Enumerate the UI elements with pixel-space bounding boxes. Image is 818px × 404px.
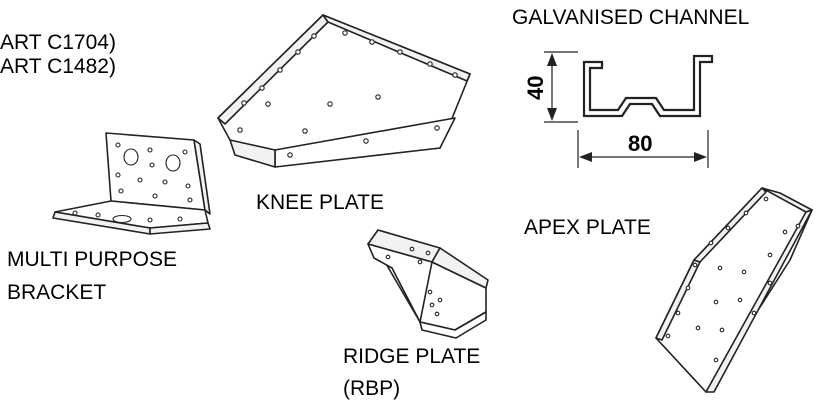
dim40-arrow-top xyxy=(547,53,557,66)
ridge-plate-front-face xyxy=(367,243,433,323)
label-art-c1704: ART C1704) xyxy=(0,31,116,54)
knee-plate-drawing xyxy=(217,14,471,168)
dimension-80: 80 xyxy=(628,131,653,156)
bracket-large-hole-1 xyxy=(123,148,139,166)
knee-plate-side-flange xyxy=(229,139,276,168)
label-rbp: (RBP) xyxy=(343,377,401,400)
knee-plate-right-flange xyxy=(322,14,471,82)
apex-plate-bottom-edge xyxy=(655,337,707,393)
channel-profile xyxy=(582,54,714,118)
bracket-holes xyxy=(72,142,193,223)
ridge-plate-bottom-edge xyxy=(419,311,487,339)
ridge-plate-top-ridge xyxy=(431,247,489,289)
label-ridge-plate: RIDGE PLATE xyxy=(343,345,481,368)
galvanised-channel-drawing xyxy=(544,51,714,168)
multi-purpose-bracket-drawing xyxy=(52,132,211,235)
dim40-arrow-bottom xyxy=(547,108,557,121)
bracket-vertical-edge xyxy=(193,139,211,215)
label-art-c1482: ART C1482) xyxy=(0,55,116,78)
dim80-arrow-left xyxy=(579,152,592,162)
knee-plate-holes xyxy=(237,30,458,158)
label-knee-plate: KNEE PLATE xyxy=(256,191,384,214)
label-galvanised-channel: GALVANISED CHANNEL xyxy=(512,6,750,29)
apex-plate-right-flange xyxy=(705,209,813,393)
ridge-plate-drawing xyxy=(367,229,489,339)
label-multi-purpose: MULTI PURPOSE xyxy=(7,248,177,271)
bracket-base-edge-side xyxy=(149,222,211,235)
apex-plate-holes xyxy=(665,196,801,363)
ridge-plate-holes xyxy=(385,246,443,317)
label-bracket: BRACKET xyxy=(7,281,107,304)
apex-plate-drawing xyxy=(655,187,813,393)
bracket-large-hole-2 xyxy=(165,154,181,172)
label-apex-plate: APEX PLATE xyxy=(524,216,651,239)
bracket-base-slot xyxy=(112,214,132,224)
dim80-arrow-right xyxy=(694,152,707,162)
